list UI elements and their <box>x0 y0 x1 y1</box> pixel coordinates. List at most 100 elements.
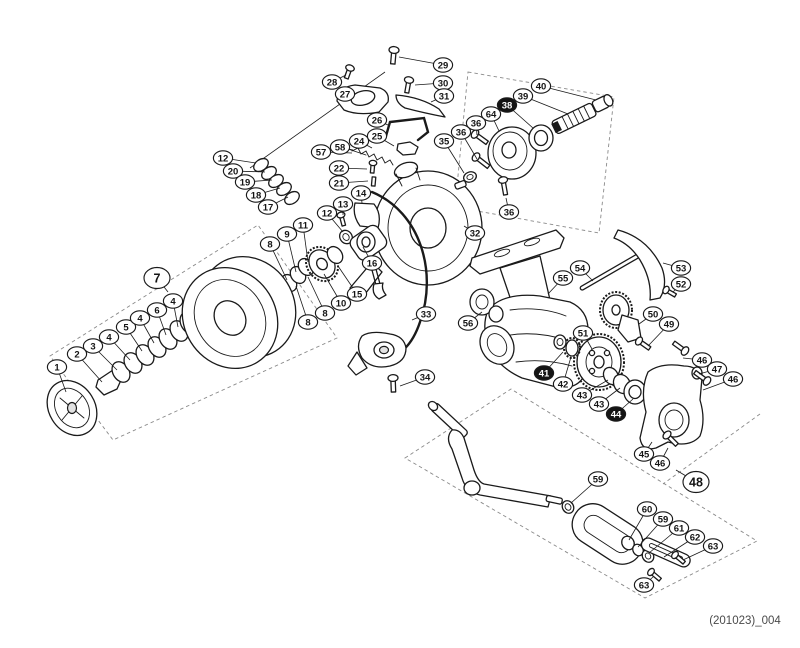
svg-text:8: 8 <box>267 239 272 250</box>
callout-59: 59 <box>652 511 674 527</box>
callout-3: 3 <box>82 338 104 354</box>
svg-text:22: 22 <box>334 163 345 174</box>
callout-51: 51 <box>572 325 594 341</box>
callout-2: 2 <box>66 346 88 362</box>
drawing-number: (201023)_004 <box>709 615 781 627</box>
svg-text:31: 31 <box>439 91 450 102</box>
callout-12: 12 <box>212 150 234 166</box>
svg-text:18: 18 <box>251 190 262 201</box>
svg-text:59: 59 <box>658 514 669 525</box>
svg-text:12: 12 <box>218 153 229 164</box>
callout-36: 36 <box>450 124 472 140</box>
callout-59: 59 <box>587 471 609 487</box>
callout-28: 28 <box>321 74 343 90</box>
callout-44: 44 <box>605 406 627 422</box>
svg-text:15: 15 <box>352 289 363 300</box>
svg-text:4: 4 <box>137 313 143 324</box>
svg-text:39: 39 <box>518 91 529 102</box>
callout-50: 50 <box>642 306 664 322</box>
callout-64: 64 <box>480 106 502 122</box>
svg-text:33: 33 <box>421 309 432 320</box>
callout-11: 11 <box>292 217 314 233</box>
svg-text:52: 52 <box>676 279 687 290</box>
callout-19: 19 <box>234 174 256 190</box>
callout-4: 4 <box>98 329 120 345</box>
anti-reverse-clutch-assembly <box>280 224 388 300</box>
svg-text:2: 2 <box>74 349 79 360</box>
callout-58: 58 <box>329 139 351 155</box>
sub-assembly-box-3 <box>404 388 758 599</box>
callout-30: 30 <box>432 75 454 91</box>
handle-assembly <box>427 400 691 582</box>
svg-text:28: 28 <box>327 77 338 88</box>
svg-text:27: 27 <box>340 89 351 100</box>
callout-21: 21 <box>328 175 350 191</box>
svg-text:17: 17 <box>263 202 274 213</box>
svg-text:20: 20 <box>228 166 239 177</box>
callout-15: 15 <box>346 286 368 302</box>
callout-8: 8 <box>314 305 336 321</box>
svg-text:3: 3 <box>90 341 95 352</box>
callout-33: 33 <box>415 306 437 322</box>
svg-text:61: 61 <box>674 523 685 534</box>
svg-text:55: 55 <box>558 273 569 284</box>
svg-text:38: 38 <box>502 100 513 111</box>
callout-45: 45 <box>633 446 655 462</box>
svg-text:10: 10 <box>336 298 347 309</box>
svg-text:4: 4 <box>170 296 176 307</box>
svg-text:8: 8 <box>322 308 327 319</box>
callout-57: 57 <box>310 144 332 160</box>
callout-10: 10 <box>330 295 352 311</box>
callout-1: 1 <box>46 359 68 375</box>
svg-text:26: 26 <box>372 115 383 126</box>
svg-text:8: 8 <box>305 317 310 328</box>
callout-36: 36 <box>498 204 520 220</box>
callout-41: 41 <box>533 365 555 381</box>
callout-9: 9 <box>276 226 298 242</box>
callout-38: 38 <box>496 97 518 113</box>
reel-body <box>469 229 589 389</box>
callout-7: 7 <box>143 266 171 290</box>
svg-text:36: 36 <box>504 207 515 218</box>
bail-assembly <box>347 190 428 393</box>
svg-text:6: 6 <box>154 305 159 316</box>
drag-washer-stack <box>253 157 300 206</box>
callout-49: 49 <box>658 316 680 332</box>
svg-text:1: 1 <box>54 362 60 373</box>
svg-text:49: 49 <box>664 319 675 330</box>
callout-52: 52 <box>670 276 692 292</box>
callout-43: 43 <box>588 396 610 412</box>
svg-text:45: 45 <box>639 449 650 460</box>
callout-60: 60 <box>636 501 658 517</box>
callout-47: 47 <box>706 361 728 377</box>
callout-12: 12 <box>316 205 338 221</box>
callout-5: 5 <box>115 319 137 335</box>
svg-text:30: 30 <box>438 78 449 89</box>
svg-text:41: 41 <box>539 368 550 379</box>
callout-54: 54 <box>569 260 591 276</box>
callout-48: 48 <box>682 470 710 494</box>
svg-text:50: 50 <box>648 309 659 320</box>
callout-27: 27 <box>334 86 356 102</box>
svg-text:7: 7 <box>154 272 161 286</box>
svg-text:64: 64 <box>486 109 497 120</box>
callout-42: 42 <box>552 376 574 392</box>
callout-40: 40 <box>530 78 552 94</box>
callout-20: 20 <box>222 163 244 179</box>
callout-63: 63 <box>702 538 724 554</box>
svg-text:57: 57 <box>316 147 327 158</box>
callout-63: 63 <box>633 577 655 593</box>
svg-text:44: 44 <box>611 409 622 420</box>
callout-53: 53 <box>670 260 692 276</box>
body-cover-assembly <box>639 340 712 450</box>
callout-18: 18 <box>245 187 267 203</box>
svg-text:19: 19 <box>240 177 251 188</box>
callout-16: 16 <box>361 255 383 271</box>
gear-train <box>553 229 678 405</box>
spool-cap-assembly <box>336 45 446 187</box>
callout-46: 46 <box>722 371 744 387</box>
callout-35: 35 <box>433 133 455 149</box>
svg-text:14: 14 <box>356 188 367 199</box>
